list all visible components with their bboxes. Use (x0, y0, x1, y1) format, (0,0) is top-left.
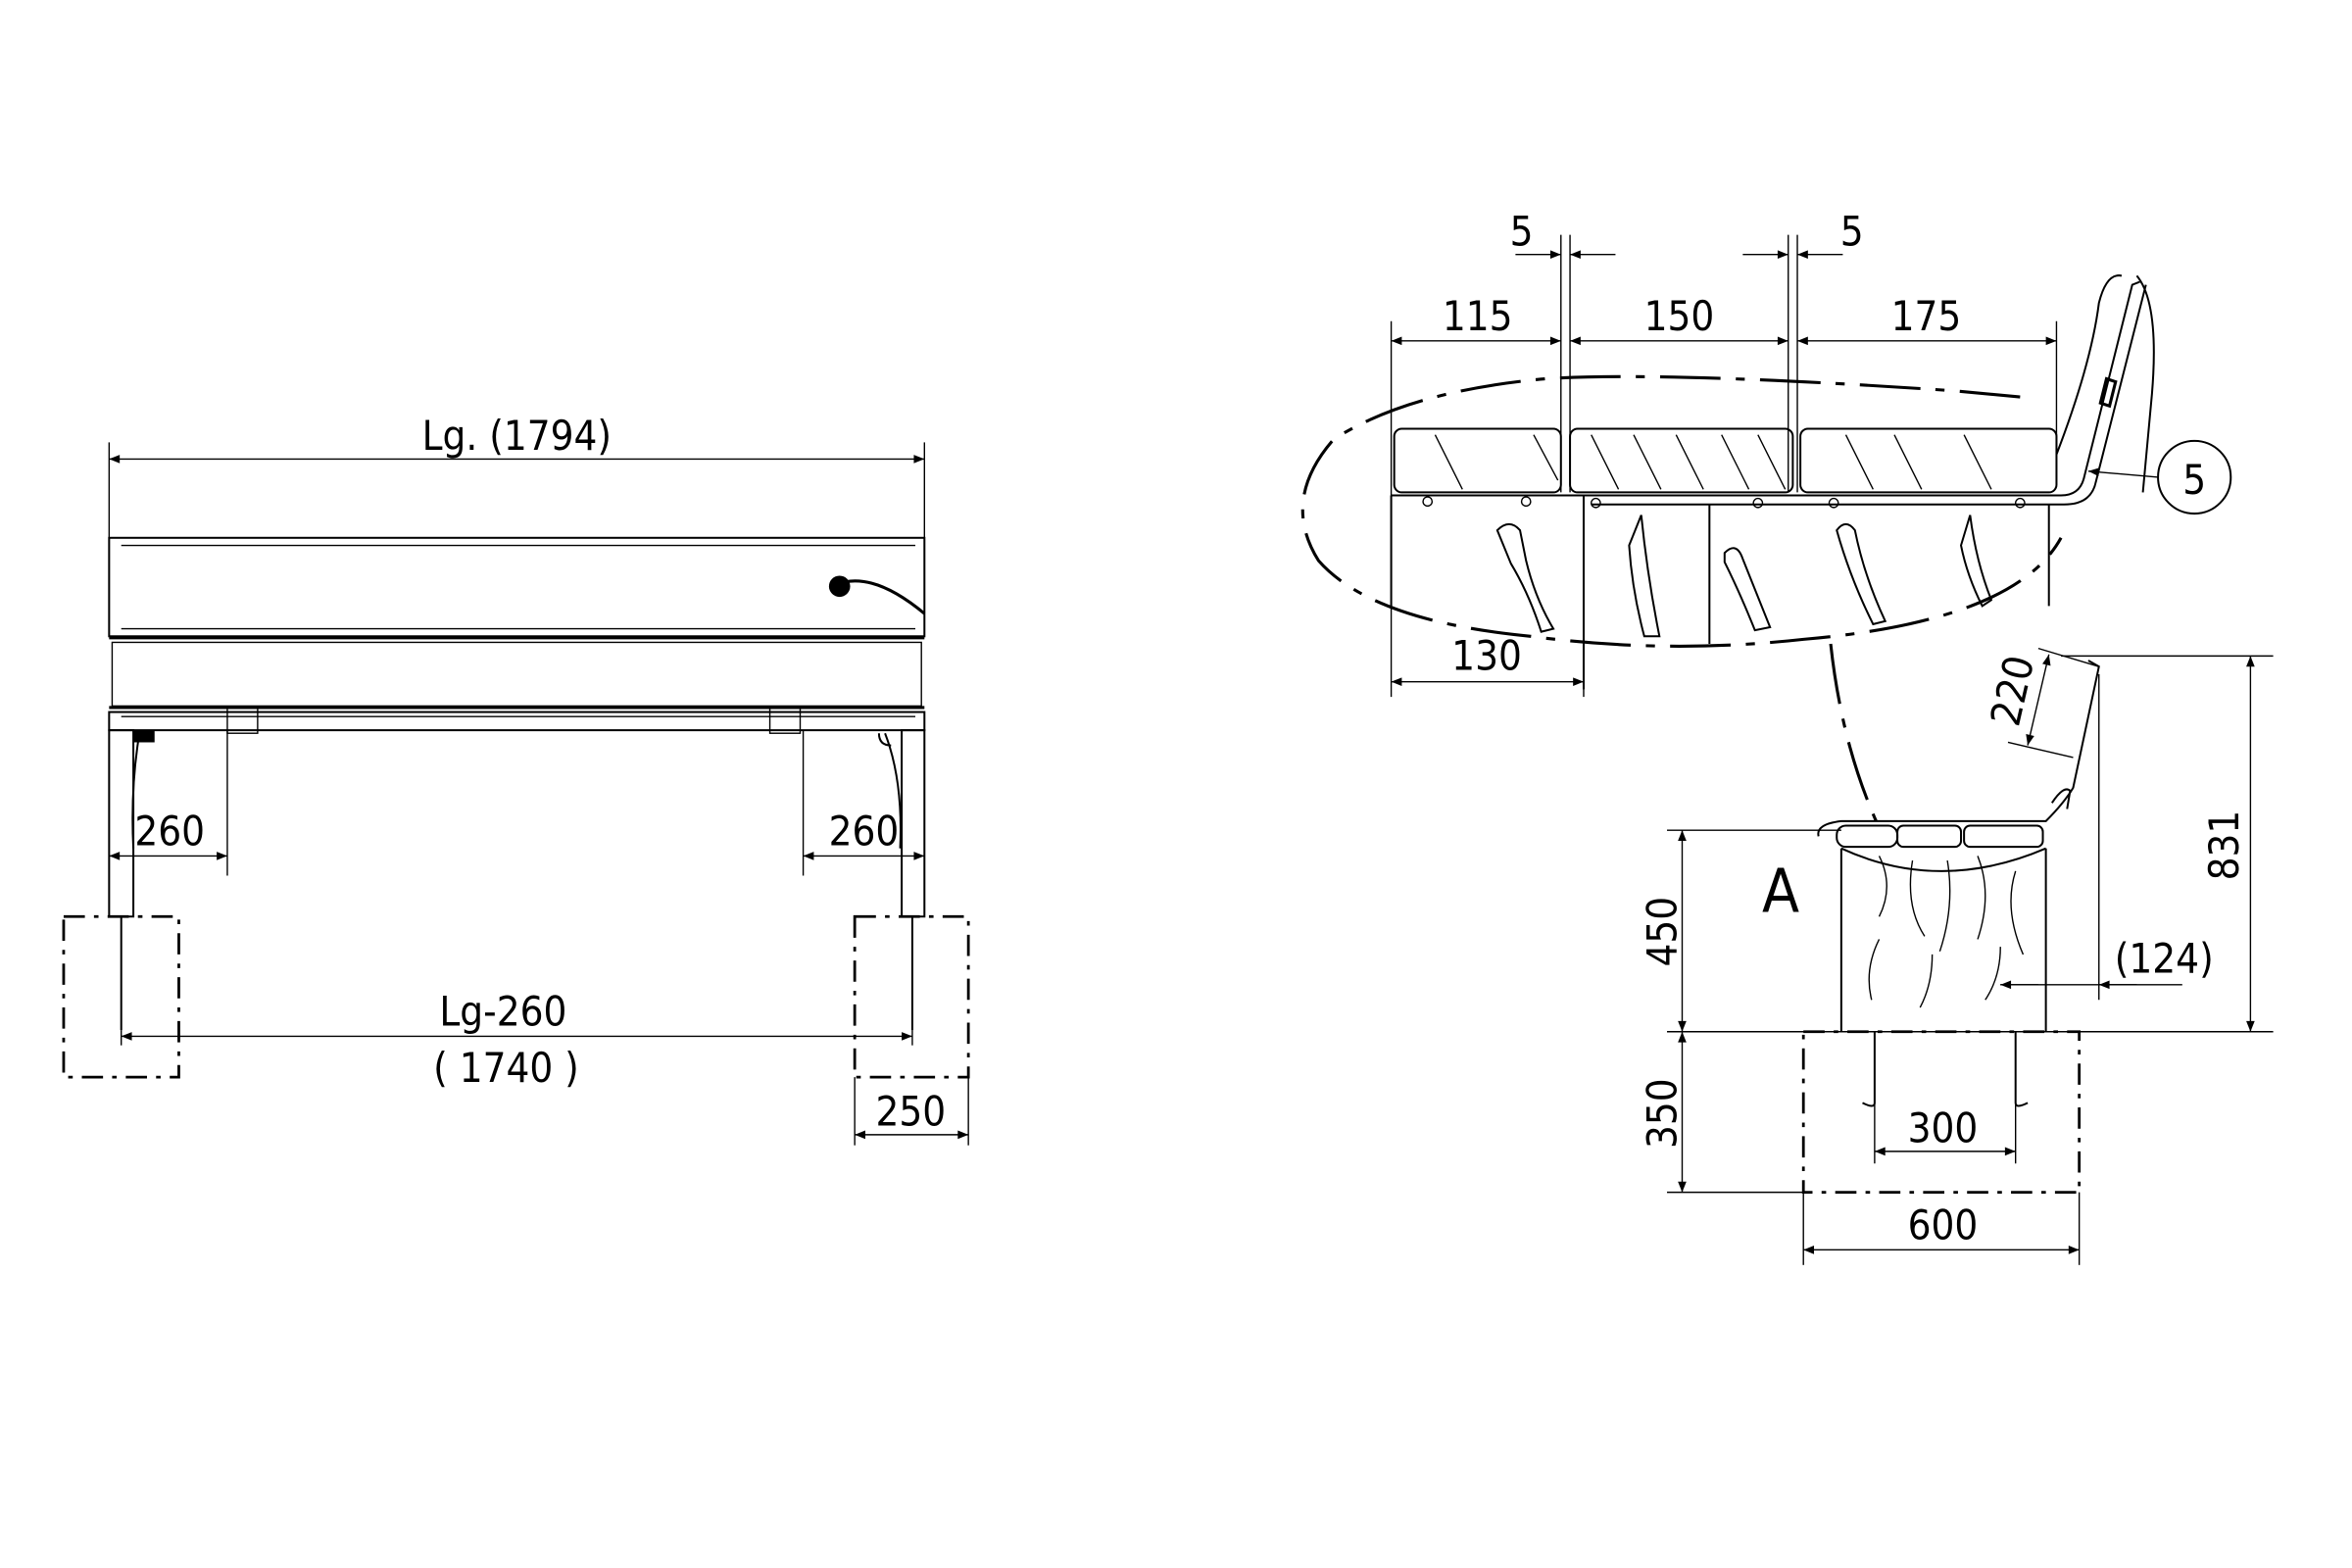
dim-gap-left: 5 (1510, 207, 1534, 255)
seat-slat-3 (1799, 427, 2058, 494)
decorative-cutouts-small (1868, 856, 2025, 1008)
leg-right (901, 729, 926, 918)
dimension-leg-offset-right: 260 (802, 730, 925, 876)
dim-foundation-length: 600 (1908, 1201, 1979, 1250)
dim-leg-offset-right: 260 (829, 808, 900, 856)
dimension-anchor-spacing: Lg-260 ( 1740 ) (121, 988, 913, 1092)
dim-anchor-spacing-side: 300 (1908, 1104, 1979, 1152)
dim-overall-length: Lg. (1794) (422, 412, 612, 460)
bolt-icons (1422, 496, 2026, 509)
dim-slat-1: 115 (1443, 292, 1513, 340)
dim-detail-width: 130 (1451, 631, 1522, 679)
side-view: A 450 350 831 220 (124) 300 600 (1638, 647, 2274, 1265)
seat-slat-1 (1393, 427, 1562, 494)
knob-icon (828, 575, 926, 615)
dim-total-height: 831 (2200, 810, 2248, 881)
seat-slat-2 (1569, 427, 1794, 494)
dim-anchor-value: ( 1740 ) (433, 1044, 579, 1092)
dim-gap-right: 5 (1840, 207, 1864, 255)
dimension-foundation-width: 250 (854, 1077, 969, 1146)
decorative-cutouts (1495, 514, 1993, 638)
anchors-side (1862, 1031, 2029, 1107)
section-label: A (1762, 857, 1799, 927)
seat-rail (108, 710, 926, 732)
dimension-overall-length: Lg. (1794) (108, 412, 925, 538)
dim-slat-3: 175 (1891, 292, 1962, 340)
front-view: Lg. (1794) 260 (62, 412, 970, 1146)
side-detail-view: 5 5 115 150 175 (1300, 207, 2232, 698)
detail-boundary (1300, 374, 2063, 648)
dim-backrest-offset: (124) (2115, 934, 2214, 982)
backrest-board (108, 536, 926, 638)
dimension-leg-offset-left: 260 (109, 730, 228, 876)
dim-foundation-width: 250 (876, 1088, 947, 1136)
callout-label: 5 (2182, 456, 2206, 504)
dim-anchor-formula: Lg-260 (439, 988, 566, 1036)
foundation-side (1801, 1030, 2082, 1195)
dim-slat-2: 150 (1644, 292, 1715, 340)
dim-foundation-depth: 350 (1638, 1078, 1686, 1149)
dim-leg-offset-left: 260 (134, 808, 205, 856)
seat-panel (111, 641, 922, 708)
dim-seat-height: 450 (1638, 897, 1686, 967)
leg-left (108, 729, 135, 918)
